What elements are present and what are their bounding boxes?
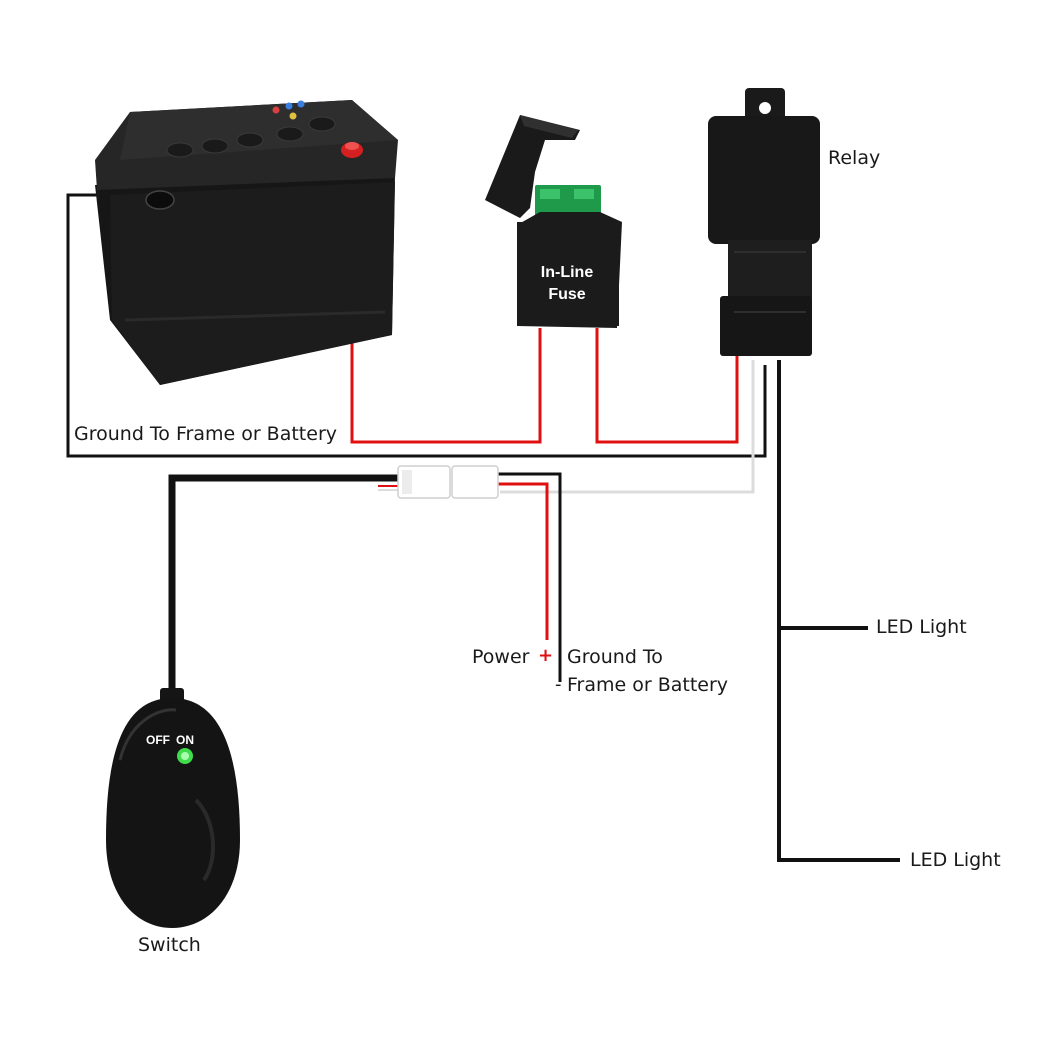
wire-connector	[397, 465, 499, 499]
ground-lead-wire	[498, 472, 562, 682]
switch-on-label: ON	[176, 733, 194, 747]
relay	[708, 88, 820, 356]
ground-frame-battery-label: Ground To Frame or Battery	[74, 423, 338, 445]
signal-wire-relay	[500, 360, 755, 494]
ground-wire-battery	[66, 193, 767, 458]
frame-or-battery-label: Frame or Battery	[567, 674, 729, 696]
switch-cable	[168, 474, 398, 700]
power-wire-fuse-to-relay	[595, 328, 739, 444]
switch-label: Switch	[138, 934, 201, 956]
power-lead-wire	[498, 482, 549, 640]
fuse-label: In-Line Fuse	[540, 264, 594, 303]
switch-off-label: OFF	[146, 733, 170, 747]
led-light-label-2: LED Light	[910, 849, 1001, 871]
power-label: Power	[472, 646, 530, 668]
output-wire-led	[777, 360, 900, 862]
ground-minus-sign: -	[555, 674, 562, 695]
power-plus-sign: +	[538, 645, 554, 666]
inline-fuse	[485, 115, 622, 328]
battery	[95, 100, 398, 385]
battery-negative-terminal	[145, 190, 175, 210]
relay-label: Relay	[828, 147, 881, 169]
led-light-label-1: LED Light	[876, 616, 967, 638]
switch-body	[106, 688, 240, 928]
ground-to-label: Ground To	[567, 646, 663, 668]
